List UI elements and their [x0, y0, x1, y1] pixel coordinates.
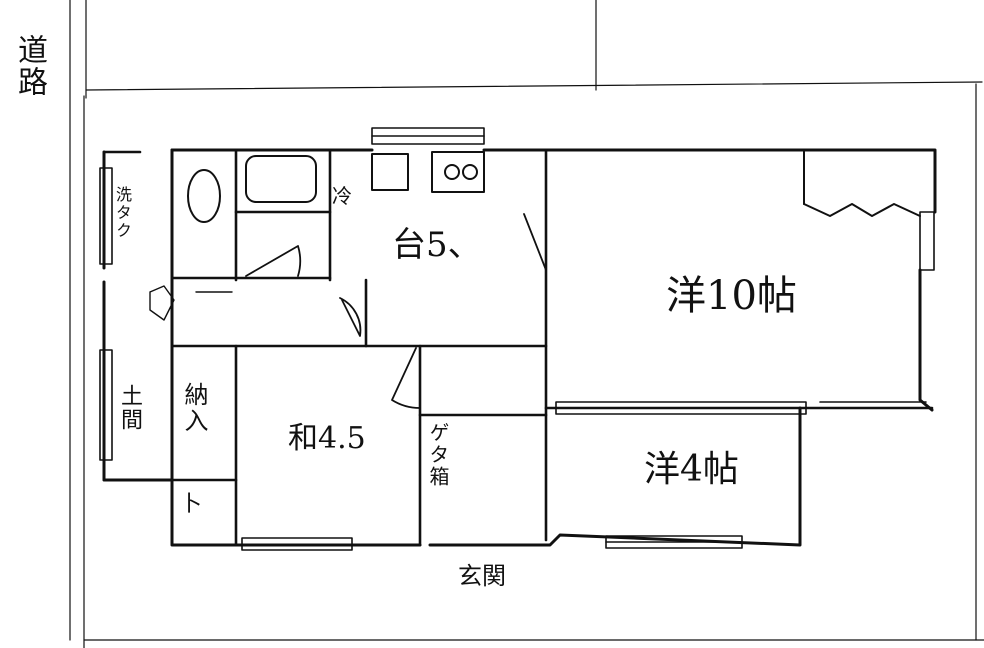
- japanese-room-label: 和4.5: [288, 421, 366, 456]
- doma-label: 土間: [117, 384, 142, 432]
- windows: [99, 127, 935, 551]
- door-swings: [245, 213, 547, 409]
- closet-doors: [803, 149, 921, 217]
- entrance-label: 玄関: [458, 562, 506, 590]
- kitchen-label: 台5、: [392, 225, 482, 265]
- toilet-mark-label: 卜: [180, 492, 203, 517]
- road-label: 道路: [12, 34, 47, 98]
- page-guide-lines: [69, 0, 984, 648]
- sink-icon: [371, 153, 409, 191]
- stove-burner-icon: [444, 164, 460, 180]
- storage-label: 納入: [180, 382, 208, 434]
- interior-walls: [102, 148, 934, 547]
- getabako-label: ゲタ箱: [426, 422, 450, 488]
- fridge-mark-label: 冷: [332, 184, 352, 208]
- laundry-label: 洗タク: [113, 186, 132, 240]
- exterior-walls: [102, 148, 937, 547]
- fixtures: [187, 151, 485, 223]
- western-room-10-label: 洋10帖: [666, 273, 797, 319]
- entry-steps: [149, 285, 233, 321]
- western-room-4-label: 洋4帖: [644, 449, 739, 490]
- bathtub-icon: [245, 155, 317, 203]
- toilet-bowl-icon: [187, 169, 221, 223]
- stove-burner-icon: [462, 164, 478, 180]
